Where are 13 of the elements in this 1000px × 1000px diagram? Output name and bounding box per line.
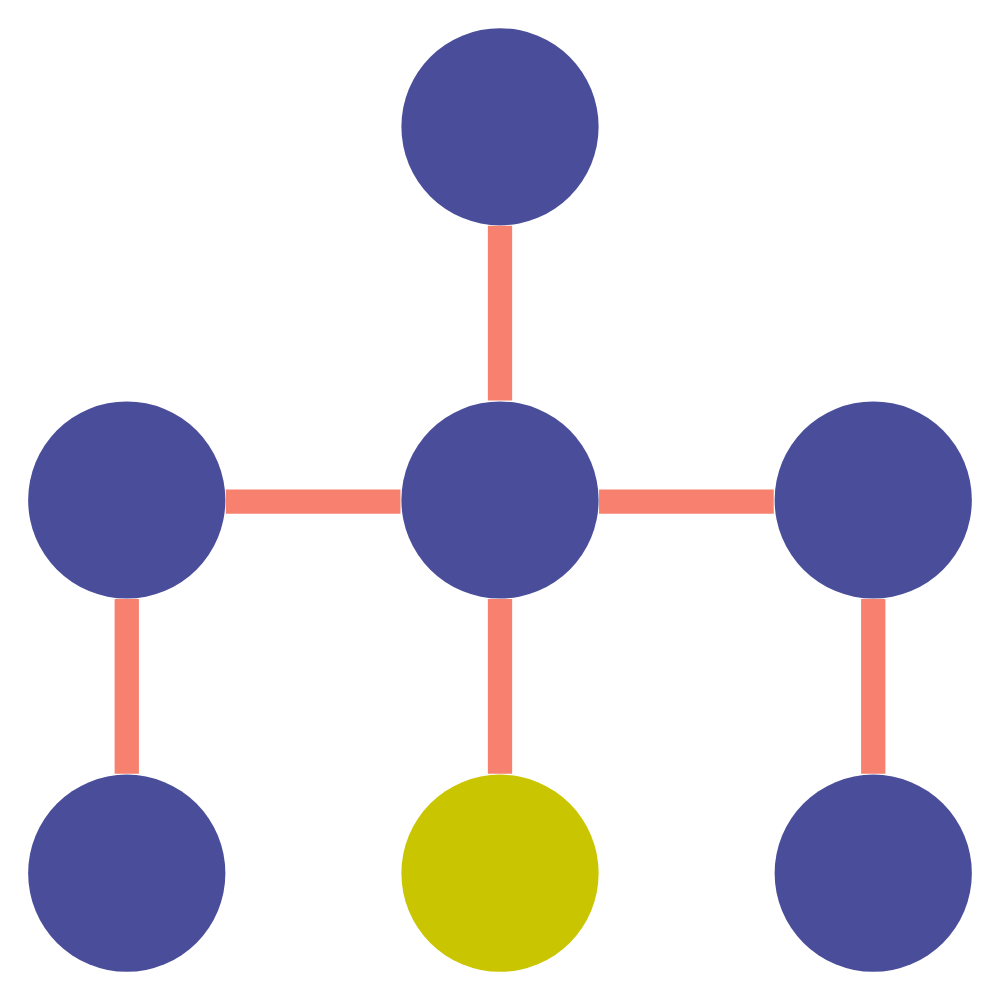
connector — [114, 599, 139, 774]
node-circle — [401, 28, 599, 226]
connector — [487, 599, 513, 774]
node-circle — [401, 401, 599, 599]
connector — [487, 225, 513, 401]
connector — [599, 489, 774, 514]
connector — [225, 489, 401, 514]
node-circle — [28, 774, 226, 972]
node-circle — [28, 401, 226, 599]
node-circle — [774, 401, 972, 599]
node-circle — [401, 774, 599, 972]
node-circle — [774, 774, 972, 972]
connector — [861, 599, 886, 774]
